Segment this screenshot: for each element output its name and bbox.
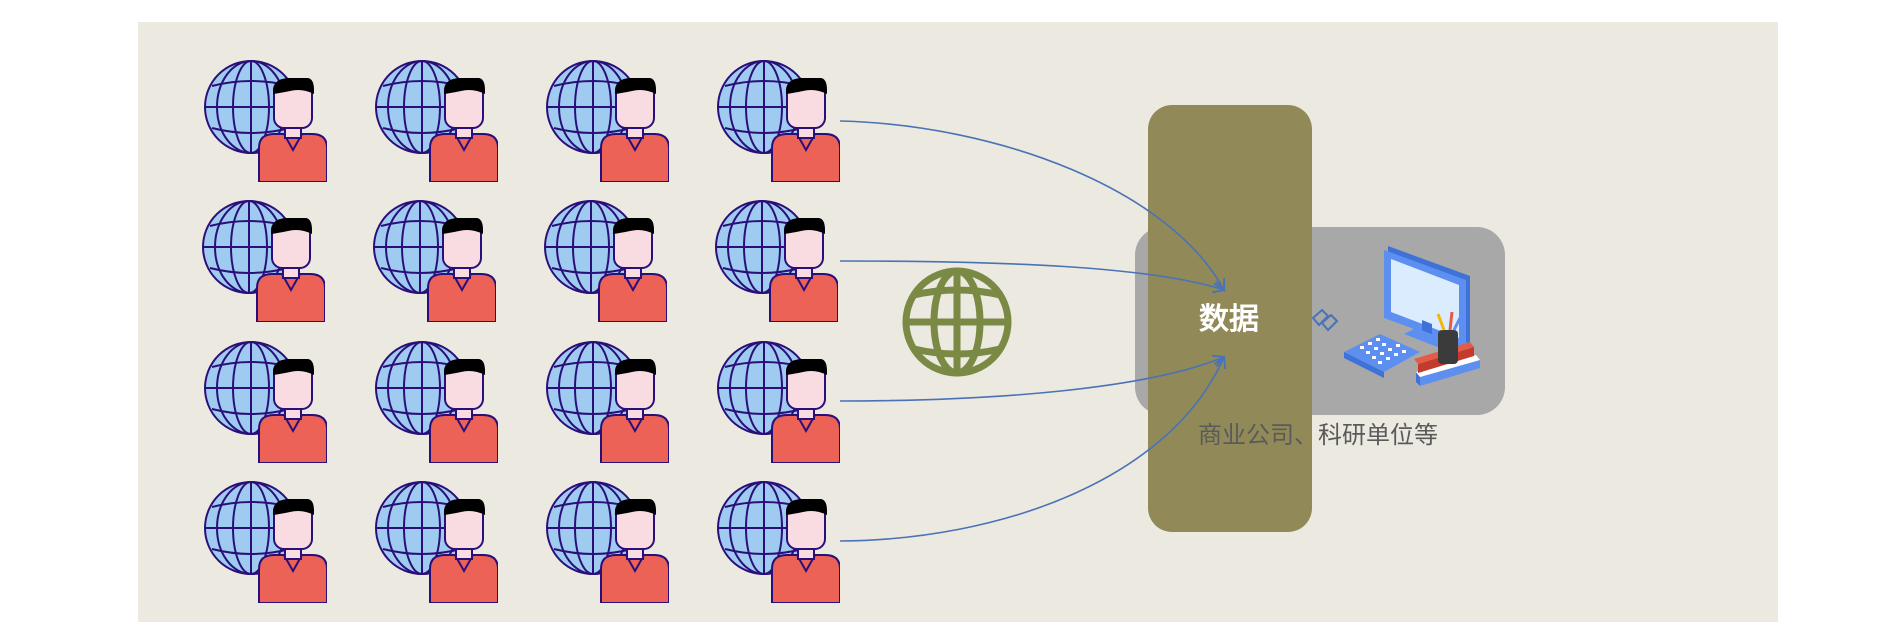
org-label: 商业公司、科研单位等	[1198, 421, 1438, 449]
data-flow-arrow	[839, 260, 1226, 294]
data-flow-arrow	[839, 120, 1226, 292]
data-box-label: 数据	[1199, 302, 1259, 337]
data-flow-arrow	[839, 354, 1226, 402]
computer-workstation-icon	[1344, 246, 1480, 386]
link-icon	[1311, 308, 1339, 332]
globe-icon	[902, 267, 1012, 377]
data-flow-arrows	[839, 120, 1227, 542]
data-flow-arrow	[839, 355, 1227, 542]
data-box	[1148, 105, 1312, 532]
